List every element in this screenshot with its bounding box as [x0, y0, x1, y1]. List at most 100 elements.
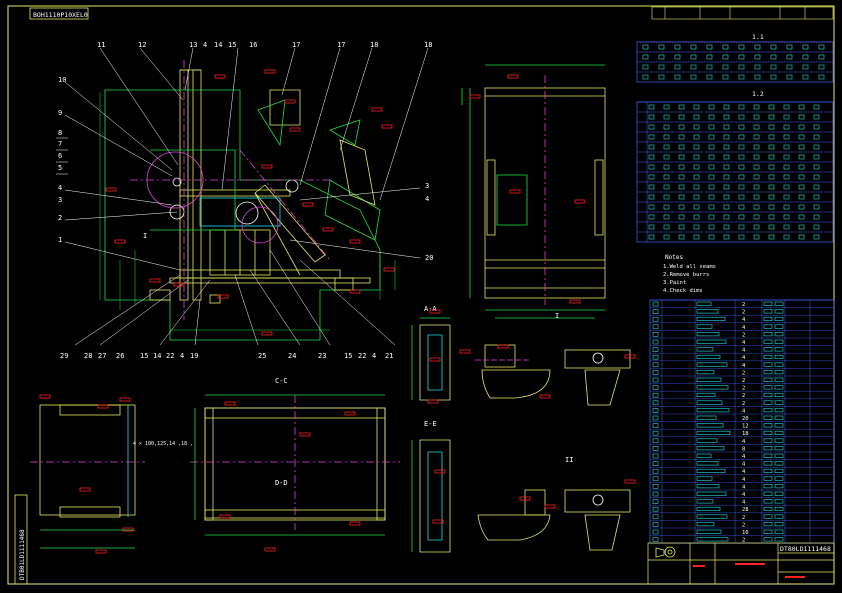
table2-cell: [648, 184, 655, 190]
bom-name-cell: [696, 484, 720, 489]
bom-material-cell: [763, 354, 773, 360]
callout-4e: 4: [425, 195, 429, 203]
bom-material-cell: [763, 446, 773, 451]
table2-cell: [693, 194, 700, 200]
bom-name-cell: [696, 354, 721, 360]
table2-cell: [648, 134, 655, 140]
red-label-mark: [114, 239, 126, 244]
note-2: 2.Remove burrs: [663, 272, 709, 278]
bom-material-cell: [763, 430, 773, 436]
bom-material-cell: [774, 332, 784, 337]
table2-cell: [738, 204, 745, 210]
bom-index-cell: [652, 362, 659, 368]
callout-19: 19: [190, 352, 198, 360]
callout-7: 7: [58, 140, 62, 148]
title-block-red-marks: [693, 563, 805, 578]
callout-1: 1: [58, 236, 62, 244]
callout-4c: 4: [180, 352, 184, 360]
table2-cell: [648, 124, 655, 130]
red-label-mark: [39, 394, 51, 399]
callout-23: 23: [318, 352, 326, 360]
callout-4a: 4: [203, 41, 207, 49]
weld-annotation: 4 × 100,125,14 ,18 ,: [133, 441, 193, 447]
bom-material-cell: [774, 514, 784, 519]
bom-name-cell: [696, 476, 713, 481]
bom-material-cell: [774, 453, 784, 458]
table1-cell: [770, 44, 777, 50]
red-label-mark: [149, 278, 161, 283]
bom-quantity: 4: [742, 439, 746, 445]
view-label-aa: A-A: [424, 305, 437, 313]
table2-cell: [678, 204, 685, 210]
bom-index-cell: [652, 400, 659, 406]
red-label-mark: [459, 349, 471, 354]
bom-material-cell: [774, 522, 784, 527]
table1-cell: [642, 44, 649, 50]
bom-name-cell: [696, 324, 713, 329]
table2-cell: [753, 154, 760, 160]
bom-material-cell: [763, 529, 773, 534]
callouts-top: 11 12 13 4 14 15 16 17 17 18 18: [97, 41, 432, 49]
drawing-border: [7, 5, 835, 585]
bom-quantity: 4: [742, 500, 746, 506]
table2-cell: [678, 124, 685, 130]
red-label-mark: [264, 547, 276, 552]
table1-cell: [754, 64, 761, 70]
callout-8: 8: [58, 129, 62, 137]
bom-material-cell: [774, 400, 784, 405]
callout-17a: 17: [292, 41, 300, 49]
bom-material-cell: [763, 537, 773, 542]
bom-material-cell: [774, 468, 784, 474]
bom-name-cell: [696, 499, 714, 504]
table2-cell: [678, 184, 685, 190]
table2-cell: [813, 164, 820, 170]
table2-cell: [813, 104, 820, 110]
bom-material-cell: [763, 438, 773, 443]
red-label-mark: [432, 519, 444, 524]
table1-title: 1.1: [752, 33, 764, 41]
bom-index-cell: [652, 438, 659, 444]
table2-cell: [648, 214, 655, 220]
callout-4b: 4: [58, 184, 62, 192]
red-label-mark: [383, 267, 395, 272]
bom-quantity: 28: [742, 507, 749, 513]
bom-index-cell: [652, 392, 659, 398]
red-label-mark: [381, 124, 393, 129]
table2-cell: [738, 234, 745, 240]
table2-cell: [723, 174, 730, 180]
table2-cell: [693, 224, 700, 230]
table2-cell: [678, 164, 685, 170]
bom-index-cell: [652, 332, 659, 337]
bom-material-cell: [774, 370, 784, 375]
table2-cell: [768, 174, 775, 180]
table1-cell: [706, 64, 713, 70]
bom-index-cell: [652, 377, 659, 383]
table2-cell: [768, 204, 775, 210]
red-label-mark: [427, 399, 439, 404]
red-label-mark: [429, 357, 441, 362]
red-label-mark: [371, 107, 383, 112]
table2-cell: [798, 214, 805, 220]
red-label-mark: [299, 432, 311, 437]
table1-cell: [674, 64, 681, 70]
bom-quantity: 2: [742, 538, 745, 544]
table1-cell: [722, 54, 729, 60]
bom-material-cell: [774, 499, 784, 504]
table1-cell: [658, 64, 665, 70]
bom-name-cell: [696, 430, 731, 436]
note-3: 3.Paint: [663, 280, 686, 286]
table1-cell: [818, 74, 825, 80]
table2-cell: [798, 154, 805, 160]
table2-cell: [783, 164, 790, 170]
bom-quantity: 2: [742, 401, 745, 407]
red-label-mark: [289, 127, 301, 132]
note-1: 1.Weld all seams: [663, 264, 716, 270]
table1-cell: [674, 44, 681, 50]
table2-cell: [693, 104, 700, 110]
bom-index-cell: [652, 430, 659, 436]
bom-material-cell: [763, 499, 773, 504]
red-label-mark: [214, 74, 226, 79]
left-callout-boxes: [56, 137, 68, 175]
table2-cell: [783, 144, 790, 150]
